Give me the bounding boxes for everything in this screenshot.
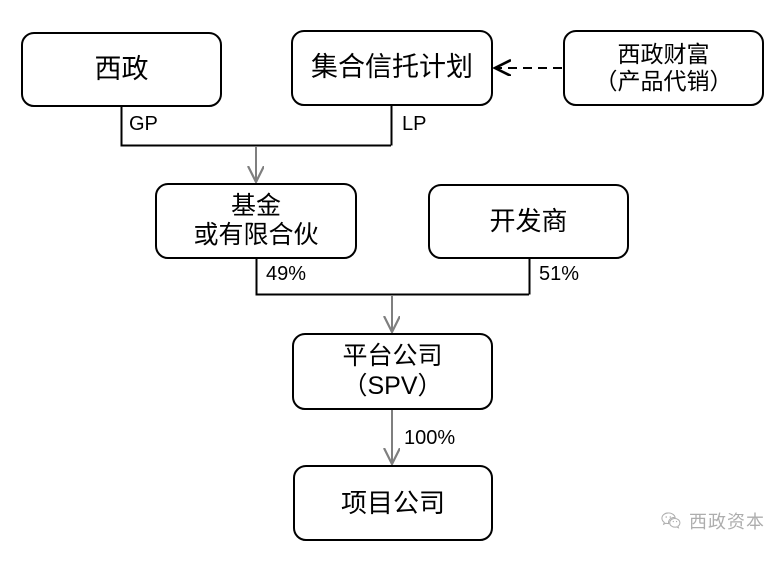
edge-label-fund-share: 49% [266, 263, 307, 285]
node-platform-company-label-line2: （SPV） [342, 371, 443, 400]
node-developer-label: 开发商 [489, 206, 568, 237]
node-platform-company[interactable]: 平台公司 （SPV） [292, 333, 493, 410]
node-trust-plan[interactable]: 集合信托计划 [291, 30, 493, 106]
node-fund[interactable]: 基金 或有限合伙 [155, 183, 357, 259]
wechat-icon [660, 510, 682, 532]
watermark: 西政资本 [660, 508, 765, 534]
node-platform-company-label-line1: 平台公司 [342, 342, 443, 370]
node-xizheng-wealth[interactable]: 西政财富 （产品代销） [563, 30, 764, 106]
node-xizheng-wealth-label-line1: 西政财富 [617, 40, 710, 67]
node-xizheng-wealth-label-line2: （产品代销） [594, 68, 733, 94]
node-trust-plan-label: 集合信托计划 [311, 52, 473, 83]
edge-label-developer-share: 51% [539, 263, 580, 285]
node-project-company-label: 项目公司 [340, 487, 445, 518]
edge-gp [120, 107, 391, 147]
node-xizheng-label: 西政 [94, 53, 149, 84]
edge-label-spv-share: 100% [404, 427, 456, 449]
watermark-text: 西政资本 [689, 512, 765, 532]
node-project-company[interactable]: 项目公司 [293, 465, 493, 541]
edge-label-lp: LP [402, 113, 427, 135]
node-fund-label-line1: 基金 [230, 191, 281, 220]
node-fund-label-line2: 或有限合伙 [193, 221, 319, 249]
node-xizheng[interactable]: 西政 [21, 32, 222, 107]
node-developer[interactable]: 开发商 [428, 184, 629, 259]
edge-label-gp: GP [129, 113, 158, 135]
